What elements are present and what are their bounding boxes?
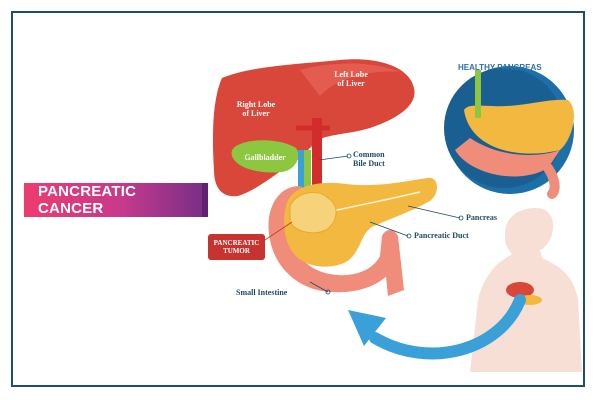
tumor [289, 191, 337, 234]
vessel-red [312, 118, 322, 200]
title-text: PANCREATIC CANCER [38, 183, 137, 217]
small-intestine-label: Small Intestine [236, 288, 288, 297]
right-lobe-label: Right Lobe of Liver [236, 100, 276, 118]
silhouette-liver [506, 282, 534, 298]
tumor-tag: PANCREATIC TUMOR [208, 234, 265, 260]
tumor-label-line1: PANCREATIC [213, 239, 260, 247]
pancreatic-duct-label: Pancreatic Duct [414, 231, 469, 240]
outer-frame [11, 11, 585, 387]
common-bile-duct-label: Common Bile Duct [353, 150, 385, 168]
small-intestine [268, 186, 398, 293]
title-banner: PANCREATIC CANCER [24, 183, 208, 217]
gallbladder-label: Gallbladder [244, 153, 286, 162]
pancreas-label: Pancreas [466, 213, 497, 222]
curved-arrow [369, 294, 526, 360]
tumor-label-line2: TUMOR [223, 247, 250, 255]
gallbladder [231, 140, 299, 173]
vessel-blue [298, 150, 304, 200]
left-lobe-label: Left Lobe of Liver [334, 70, 368, 88]
bile-duct-green [304, 150, 311, 194]
arrow-head [348, 310, 386, 346]
healthy-pancreas-label: HEALTHY PANCREAS [458, 63, 542, 72]
